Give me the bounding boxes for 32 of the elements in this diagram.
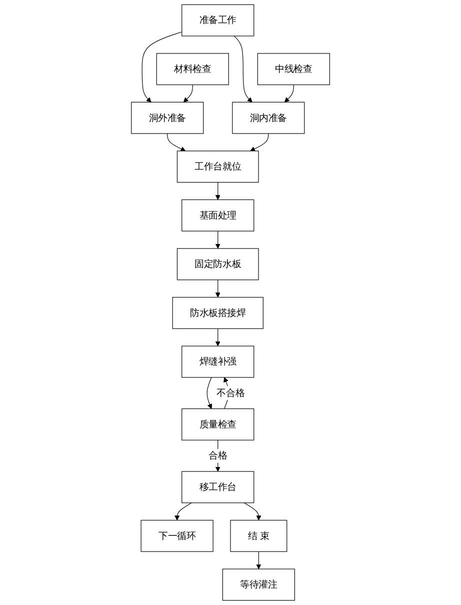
node-box: 工作台就位 [176,150,259,183]
node-box: 中线检查 [257,53,330,86]
edge-label: 合格 [208,450,228,462]
node-box: 质量检查 [182,408,254,440]
arrow [215,328,220,346]
arrow [167,133,186,152]
node-box: 移工作台 [182,471,254,504]
arrow [183,84,193,102]
edge-label: 不合格 [216,387,245,398]
node-box: 准备工作 [182,4,254,36]
node-box: 基面处理 [182,199,254,232]
arrow [256,551,262,570]
arrow [174,502,192,520]
arrow [250,133,269,152]
arrow [234,36,252,102]
node-box: 结 束 [230,520,288,552]
arrow [215,280,220,298]
arrow [215,230,220,249]
arrow [206,377,212,409]
node-box: 焊缝补强 [182,346,254,378]
arrow [284,84,294,102]
arrow [215,182,220,200]
arrow [244,502,262,520]
arrow [142,32,182,102]
node-box: 材料检查 [156,53,229,86]
node-box: 固定防水板 [176,248,259,280]
arrow [215,440,220,472]
node-box: 等待灌注 [222,568,295,601]
node-box: 下一循环 [140,520,214,552]
node-box: 洞内准备 [232,102,305,134]
node-box: 洞外准备 [131,102,204,134]
node-box: 防水板搭接焊 [172,296,264,329]
